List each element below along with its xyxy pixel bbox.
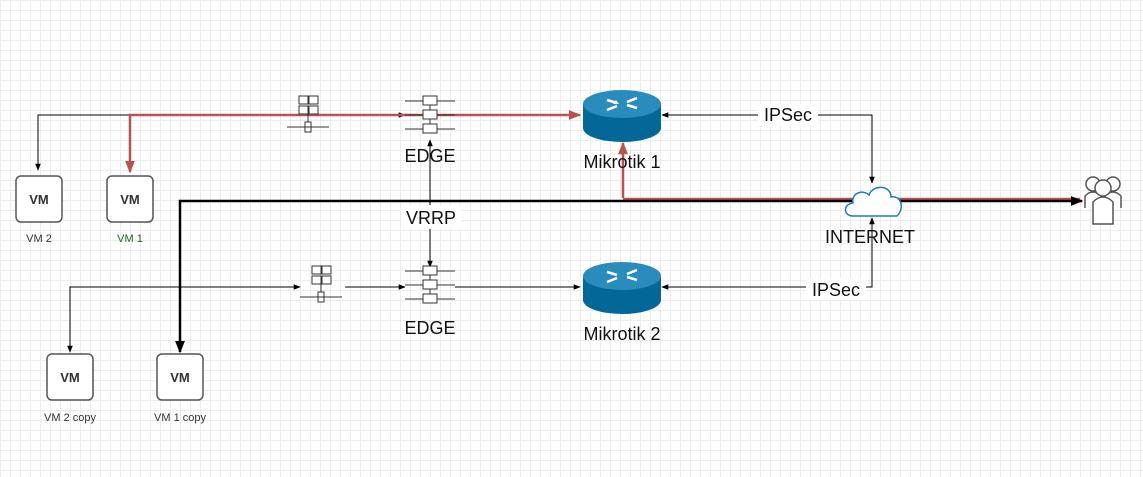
edge-top[interactable]: EDGE [404,95,456,166]
users-icon [1084,176,1122,225]
switch-bottom[interactable] [300,265,342,303]
vm-1-copy[interactable]: VM VM 1 copy [154,353,206,424]
vm-icon [15,175,63,223]
router-mikrotik-2[interactable]: Mikrotik 2 [583,262,661,344]
link-ipsec-top [661,112,875,184]
vm-icon-text: VM [60,370,80,385]
users-node[interactable] [1084,176,1122,225]
edge-gateway-icon [405,265,455,304]
vm-2-copy[interactable]: VM VM 2 copy [44,353,96,424]
switch-icon [300,265,342,303]
vm-icon-text: VM [170,370,190,385]
edge-bottom-label: EDGE [404,318,455,338]
vrrp-label-group: VRRP [401,205,461,229]
switch-icon [287,95,329,133]
router1-label: Mikrotik 1 [583,152,660,172]
ipsec-top-label: IPSec [764,105,812,125]
vm-icon [156,353,204,401]
edge-gateway-icon [405,95,455,134]
black-traffic-path [175,196,1084,354]
vm-icon-text: VM [120,192,140,207]
link-vm2copy-bottom [67,284,301,353]
vm1-copy-label: VM 1 copy [154,412,206,424]
vm-1[interactable]: VM VM 1 [106,175,154,245]
vm-icon-text: VM [29,192,49,207]
red-link-router1-vm1 [125,110,582,174]
switch-top[interactable] [287,95,329,133]
ipsec-bottom-label-group: IPSec [806,278,866,300]
internet-node[interactable]: INTERNET [825,186,915,247]
vrrp-label: VRRP [406,208,456,228]
router2-label: Mikrotik 2 [583,324,660,344]
vm2-label: VM 2 [26,233,52,245]
link-vm2-top [35,114,130,171]
ipsec-bottom-label: IPSec [812,280,860,300]
internet-label: INTERNET [825,227,915,247]
vm-icon [46,353,94,401]
vm2-copy-label: VM 2 copy [44,412,96,424]
edge-bottom[interactable]: EDGE [404,265,456,338]
vm-2[interactable]: VM VM 2 [15,175,63,245]
router-icon [583,262,661,314]
vm-icon [106,175,154,223]
vm1-label: VM 1 [117,233,143,245]
cloud-icon [844,186,902,217]
ipsec-top-label-group: IPSec [758,104,818,126]
black-link-vm1copy-users [175,196,1084,354]
router-mikrotik-1[interactable]: Mikrotik 1 [583,90,661,172]
edge-top-label: EDGE [404,146,455,166]
router-icon [583,90,661,142]
